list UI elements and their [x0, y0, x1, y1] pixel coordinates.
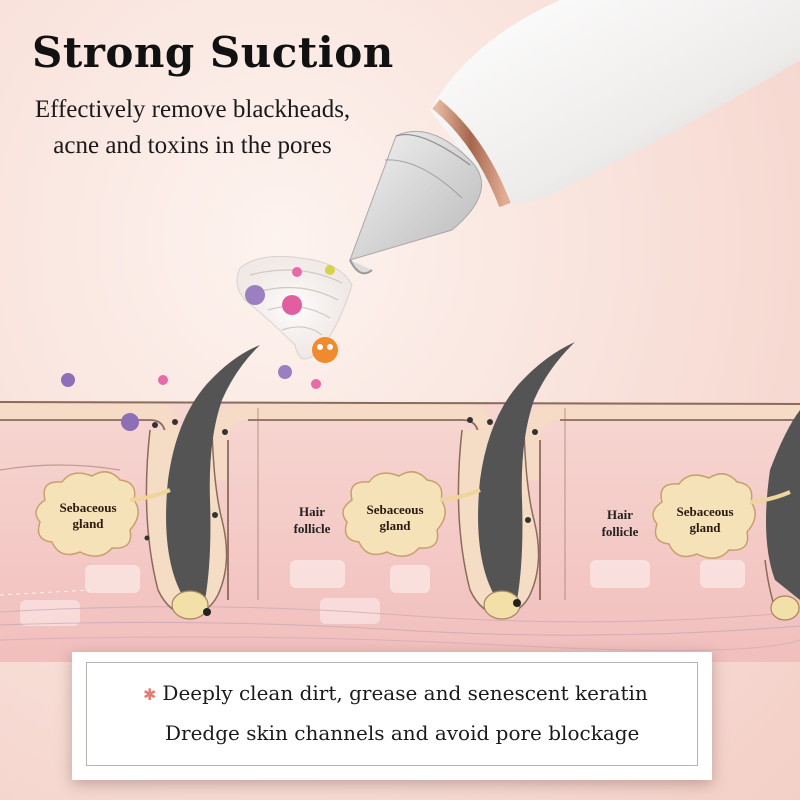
headline-title: Strong Suction	[32, 28, 394, 77]
hair-follicle-label-2: Hair follicle	[601, 507, 639, 539]
sebaceous-gland-label-1: Sebaceous gland	[59, 500, 117, 531]
sebaceous-gland-3	[652, 473, 791, 559]
headline-subtitle: Effectively remove blackheads, acne and …	[20, 92, 365, 164]
subtitle-line-2: acne and toxins in the pores	[53, 132, 332, 159]
bacteria-particles	[61, 265, 493, 431]
blackhead-remover-device	[349, 0, 800, 275]
hair-follicle-1	[144, 345, 260, 620]
feature-banner: ✱Deeply clean dirt, grease and senescent…	[72, 652, 712, 780]
sebaceous-gland-label-2: Sebaceous gland	[366, 502, 424, 533]
star-icon: ✱	[143, 685, 157, 704]
hair-follicle-label-1: Hair follicle	[293, 504, 331, 536]
banner-line-1: ✱Deeply clean dirt, grease and senescent…	[143, 681, 648, 705]
subtitle-line-1: Effectively remove blackheads,	[34, 96, 351, 123]
sebaceous-gland-label-3: Sebaceous gland	[676, 504, 734, 535]
sebaceous-gland-2	[342, 471, 481, 557]
hair-follicle-2	[457, 342, 575, 620]
sebaceous-gland-1	[35, 471, 171, 557]
banner-frame: ✱Deeply clean dirt, grease and senescent…	[86, 662, 698, 766]
banner-line-2: Dredge skin channels and avoid pore bloc…	[165, 721, 640, 745]
hair-follicle-3	[764, 410, 800, 621]
